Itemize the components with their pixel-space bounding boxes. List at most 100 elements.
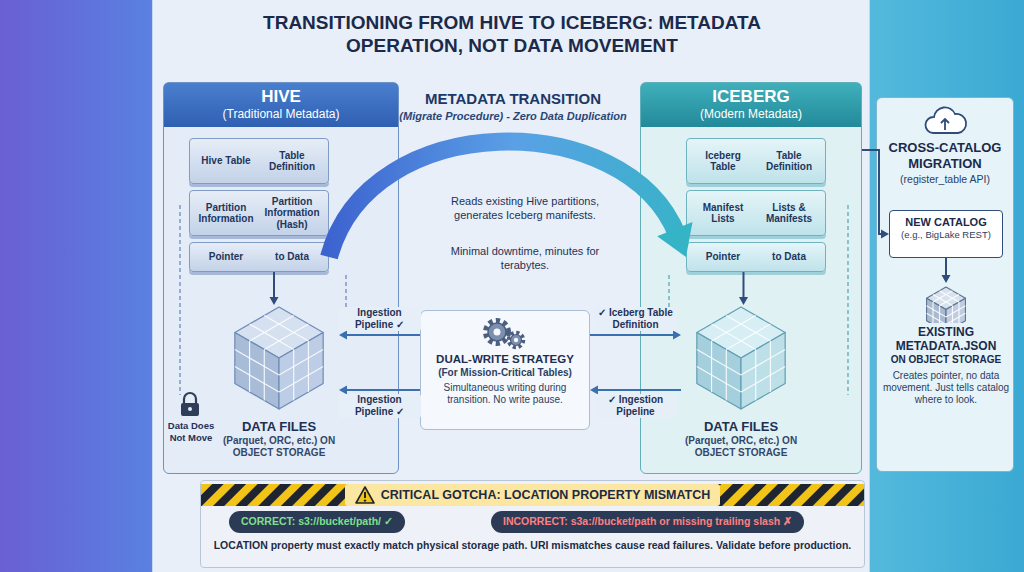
- files-title: DATA FILES: [219, 419, 339, 435]
- cube-grid: [711, 341, 712, 392]
- cube-grid: [770, 341, 771, 392]
- edge-label: ✓ Iceberg Table Definition: [595, 307, 677, 331]
- cube-grid: [279, 350, 323, 376]
- arrow-caption: METADATA TRANSITION: [383, 90, 643, 109]
- warning-body: LOCATION property must exactly match phy…: [211, 539, 854, 552]
- cloud-icon: [920, 104, 970, 138]
- connector-line: [345, 389, 420, 391]
- connector-line: [945, 258, 947, 277]
- stripe-bar: [201, 484, 864, 506]
- cube-grid: [308, 341, 309, 392]
- upload-arrow: [941, 119, 949, 130]
- connector-line: [743, 272, 745, 299]
- process-box: EXISTING METADATA.JSONON OBJECT STORAGE C…: [881, 283, 1011, 463]
- note-text: Minimal downtime, minutes for terabytes.: [440, 245, 610, 273]
- metadata-layer: Manifest ListsLists & Manifests: [686, 190, 826, 236]
- cube-grid: [741, 350, 785, 376]
- arrow-caption: (Migrate Procedure) - Zero Data Duplicat…: [363, 110, 663, 124]
- connector-line: [862, 150, 883, 234]
- metadata-subtitle: ON OBJECT STORAGE: [881, 354, 1011, 366]
- cube-grid: [264, 350, 265, 401]
- edge-label: Ingestion Pipeline ✓: [339, 307, 421, 331]
- cube-grid: [235, 367, 279, 393]
- gear-hole: [494, 329, 501, 336]
- panel-title: ICEBERG: [641, 87, 861, 107]
- gear-icon: [473, 313, 537, 353]
- gear-body: [488, 323, 506, 341]
- layer-name: Iceberg Table: [692, 150, 754, 173]
- cube-grid: [697, 367, 741, 393]
- catalog-detail: (e.g., BigLake REST): [894, 229, 998, 240]
- connector-line: [273, 272, 275, 299]
- path-pill: INCORRECT: s3a://bucket/path or missing …: [491, 511, 804, 533]
- panel-title: CROSS-CATALOG MIGRATION: [886, 140, 1004, 171]
- cube-face: [946, 298, 965, 323]
- cube-grid: [755, 350, 756, 401]
- connector-line: [590, 334, 675, 336]
- lock-caption: Data Does Not Move: [165, 420, 217, 444]
- box-title: DUAL-WRITE STRATEGY: [429, 353, 581, 367]
- box-subtitle: (For Mission-Critical Tables): [429, 367, 581, 379]
- data-files: DATA FILES(Parquet, ORC, etc.) ON OBJECT…: [219, 305, 339, 467]
- dashed-guide: [847, 205, 848, 395]
- edge-label: Ingestion Pipeline ✓: [339, 394, 421, 418]
- cube-grid: [927, 313, 946, 323]
- cube-grid: [726, 350, 727, 401]
- warning-triangle: [356, 487, 374, 503]
- metadata-title: EXISTING METADATA.JSON: [881, 325, 1011, 354]
- catalog-title: NEW CATALOG: [894, 216, 998, 229]
- cube-grid: [235, 350, 279, 376]
- warning-dot: [363, 499, 365, 501]
- path-example: INCORRECT: s3a://bucket/path or missing …: [503, 515, 792, 529]
- layer-detail: Lists & Manifests: [758, 202, 820, 225]
- metadata-layer: Iceberg TableTable Definition: [686, 138, 826, 184]
- layer-name: Pointer: [692, 251, 754, 263]
- cube-face: [279, 333, 323, 410]
- layer-detail: Table Definition: [758, 150, 820, 173]
- files-title: DATA FILES: [681, 419, 801, 435]
- warning-mark: [364, 492, 366, 498]
- edge-label: ✓ Ingestion Pipeline: [595, 394, 677, 418]
- cube-grid: [741, 367, 785, 393]
- cube-grid: [946, 313, 965, 323]
- cube-grid: [940, 295, 959, 306]
- dashed-guide: [179, 205, 180, 395]
- panel-subtitle: (Traditional Metadata): [164, 107, 398, 121]
- metadata-layer: Pointerto Data: [189, 242, 329, 272]
- metadata-note: Creates pointer, no data movement. Just …: [881, 370, 1011, 406]
- panel-subtitle: (register_table API): [886, 173, 1004, 186]
- gear-hole: [514, 338, 518, 342]
- cube-icon: [926, 285, 966, 323]
- cube-grid: [279, 367, 323, 393]
- gear-body: [511, 335, 522, 346]
- path-pill: CORRECT: s3://bucket/path/ ✓: [229, 511, 405, 533]
- cube-grid: [293, 350, 294, 401]
- gear-teeth: [486, 321, 508, 343]
- warning-band: CRITICAL GOTCHA: LOCATION PROPERTY MISMA…: [200, 480, 865, 568]
- files-subtitle: (Parquet, ORC, etc.) ON OBJECT STORAGE: [681, 435, 801, 459]
- layer-name: Hive Table: [195, 155, 257, 167]
- box-body: Simultaneous writing during transition. …: [429, 382, 581, 406]
- cube-face: [927, 298, 946, 323]
- connector-line: [345, 334, 420, 336]
- note-text: Reads existing Hive partitions, generate…: [440, 195, 610, 223]
- warning-heading: CRITICAL GOTCHA: LOCATION PROPERTY MISMA…: [345, 484, 721, 506]
- cube-grid: [958, 302, 959, 323]
- data-files: DATA FILES(Parquet, ORC, etc.) ON OBJECT…: [681, 305, 801, 467]
- layer-detail: to Data: [261, 251, 323, 263]
- layer-detail: Table Definition: [261, 150, 323, 173]
- panel-title: HIVE: [164, 87, 398, 107]
- cube-face: [697, 333, 741, 410]
- cube-grid: [249, 341, 250, 392]
- cube-grid: [264, 324, 308, 350]
- panel-subtitle: (Modern Metadata): [641, 107, 861, 121]
- gear-teeth: [509, 333, 523, 347]
- panel-header: ICEBERG(Modern Metadata): [641, 83, 861, 127]
- diagram-title: TRANSITIONING FROM HIVE TO ICEBERG: META…: [232, 12, 792, 58]
- cube-grid: [697, 350, 741, 376]
- layer-detail: to Data: [758, 251, 820, 263]
- cube-face: [235, 333, 279, 410]
- connector-line: [596, 389, 681, 391]
- cube-face: [741, 333, 785, 410]
